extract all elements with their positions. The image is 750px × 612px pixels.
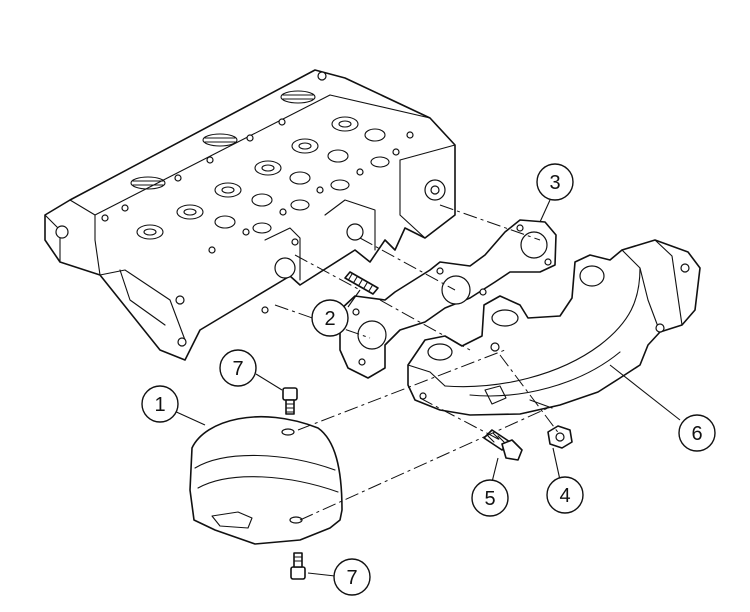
- callout-3-label: 3: [549, 172, 560, 194]
- exhaust-manifold: [407, 239, 701, 416]
- callout-7-lower-label: 7: [346, 567, 357, 589]
- callout-6-label: 6: [691, 423, 702, 445]
- callout-1: 1: [141, 385, 179, 423]
- callout-7-upper-label: 7: [232, 358, 243, 380]
- heat-shield: [189, 416, 343, 545]
- callout-2: 2: [311, 299, 349, 337]
- assembly-lines: [274, 204, 561, 521]
- callout-4-label: 4: [559, 485, 570, 507]
- flange-nut: [547, 425, 573, 449]
- shield-bolt-lower: [290, 552, 306, 580]
- callout-5-label: 5: [484, 488, 495, 510]
- leader-lines: [171, 199, 681, 577]
- callout-7-upper: 7: [219, 349, 257, 387]
- callout-2-label: 2: [324, 308, 335, 330]
- callout-7-lower: 7: [333, 558, 371, 596]
- stud-bolt: [344, 271, 379, 295]
- shield-bolt-upper: [282, 387, 298, 415]
- callout-4: 4: [546, 476, 584, 514]
- callout-3: 3: [536, 163, 574, 201]
- callout-1-label: 1: [154, 394, 165, 416]
- exhaust-gasket: [339, 219, 557, 379]
- callout-5: 5: [471, 479, 509, 517]
- cylinder-head: [44, 69, 456, 361]
- callout-6: 6: [678, 414, 716, 452]
